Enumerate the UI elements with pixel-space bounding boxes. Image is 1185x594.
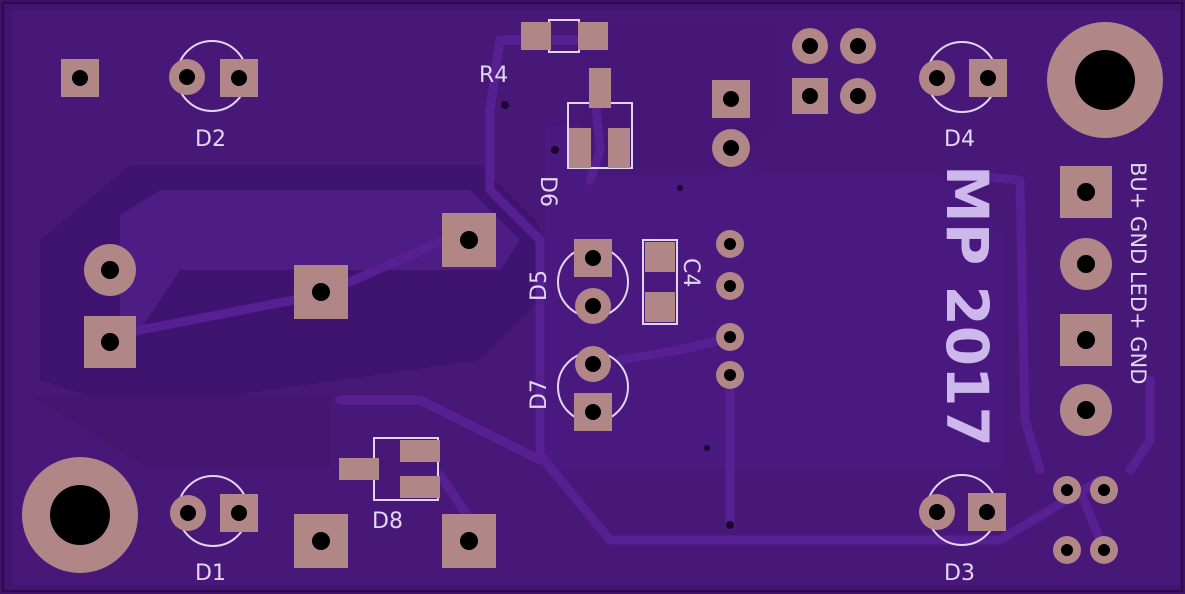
mounting-hole-icon xyxy=(1047,22,1163,138)
pin-header-mid xyxy=(712,80,750,167)
capacitor-c4 xyxy=(642,239,678,325)
power-pads xyxy=(84,213,496,568)
resistor-r4 xyxy=(521,19,608,53)
led-d2 xyxy=(169,40,258,112)
small-pads xyxy=(716,230,1118,564)
label-r4: R4 xyxy=(479,63,508,88)
board-title: MP 2017 xyxy=(933,165,1001,447)
led-d1 xyxy=(170,475,258,547)
label-d7: D7 xyxy=(527,379,552,410)
label-d4: D4 xyxy=(944,127,975,152)
label-d2: D2 xyxy=(195,127,226,152)
diode-d6 xyxy=(567,68,633,169)
mounting-hole-icon xyxy=(22,457,138,573)
label-d3: D3 xyxy=(944,561,975,586)
label-d6: D6 xyxy=(535,176,560,207)
label-d1: D1 xyxy=(195,561,226,586)
label-c4: C4 xyxy=(678,258,703,287)
through-hole-pad-icon xyxy=(61,59,99,97)
connector-label: BU+ GND LED+ GND xyxy=(1126,162,1150,384)
connector-4pin xyxy=(1060,166,1112,436)
diode-d8 xyxy=(339,437,440,501)
led-d3 xyxy=(919,474,1006,546)
led-d5 xyxy=(557,239,629,324)
vias xyxy=(501,101,734,529)
led-d7 xyxy=(557,346,629,431)
pin-header-top xyxy=(792,28,876,114)
label-d5: D5 xyxy=(527,270,552,301)
led-d4 xyxy=(919,41,1007,113)
smd-pad-icon xyxy=(521,22,551,50)
label-d8: D8 xyxy=(372,509,403,534)
copper-pour xyxy=(12,10,1180,586)
